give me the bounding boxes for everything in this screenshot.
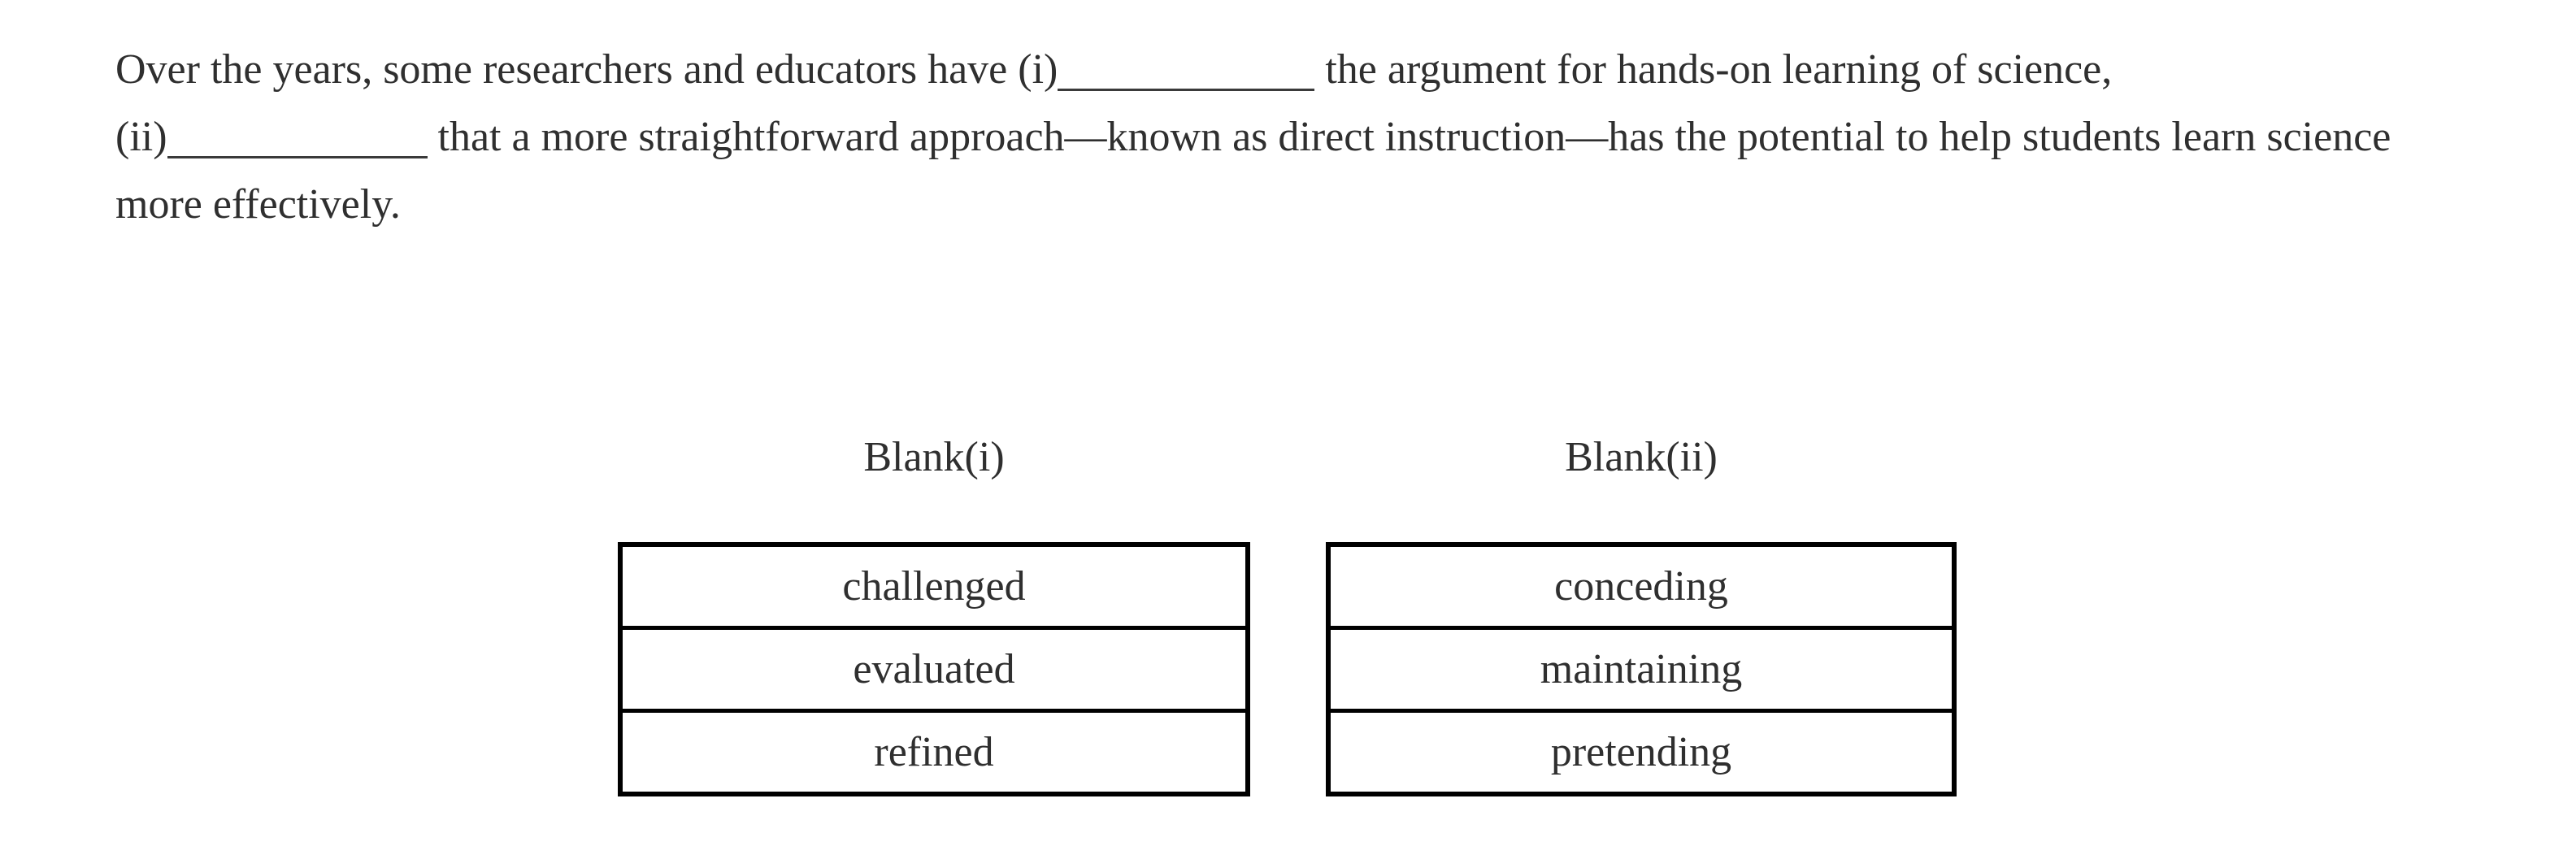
blank-ii-label: Blank(ii) — [1565, 434, 1718, 480]
option-blank-ii-pretending[interactable]: pretending — [1331, 709, 1952, 792]
blank-i-options-table: challenged evaluated refined — [618, 542, 1250, 796]
passage-line1-after-blank: the argument for hands-on learning of sc… — [1314, 46, 2113, 93]
blank-ii-underline — [167, 156, 428, 158]
option-blank-i-challenged[interactable]: challenged — [842, 563, 1026, 610]
option-blank-ii-maintaining[interactable]: maintaining — [1331, 626, 1952, 709]
question-passage: Over the years, some researchers and edu… — [115, 36, 2542, 238]
passage-line2-after-blank: that a more straightforward approach—kno… — [427, 114, 2391, 160]
blank-i-underline — [1058, 89, 1315, 91]
blank-i-label: Blank(i) — [863, 434, 1005, 480]
option-blank-ii-conceding[interactable]: conceding — [1554, 563, 1728, 610]
passage-line1-before-blank: Over the years, some researchers and edu… — [115, 46, 1058, 93]
blank-ii-options-table: conceding maintaining pretending — [1326, 542, 1957, 796]
option-blank-i-refined[interactable]: refined — [623, 709, 1245, 792]
passage-line3: more effectively. — [115, 181, 401, 228]
option-blank-i-evaluated[interactable]: evaluated — [623, 626, 1245, 709]
passage-line2-before-blank: (ii) — [115, 114, 167, 160]
